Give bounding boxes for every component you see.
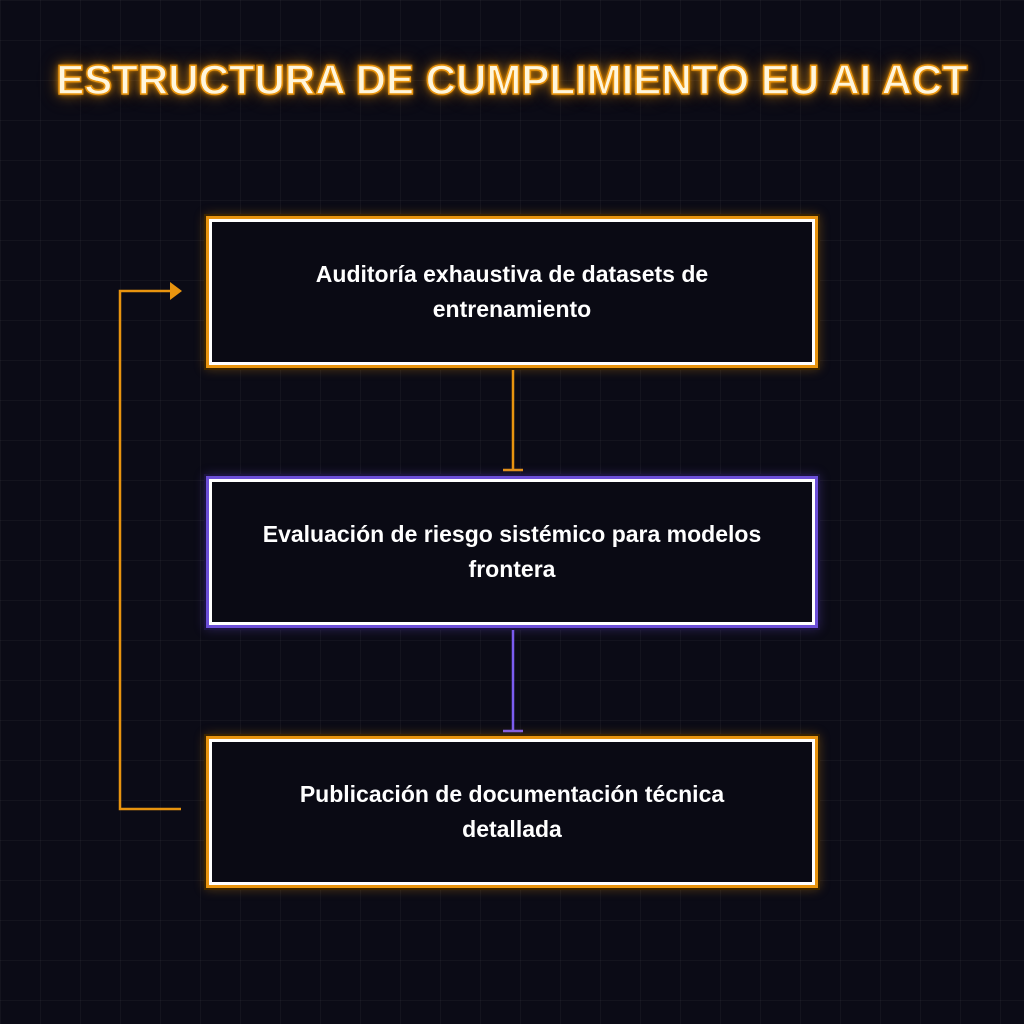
node-label: Publicación de documentación técnica det… — [299, 781, 725, 842]
edge-feedback-loop — [118, 282, 182, 811]
node-dataset-audit: Auditoría exhaustiva de datasets de entr… — [209, 219, 815, 365]
node-systemic-risk: Evaluación de riesgo sistémico para mode… — [209, 479, 815, 625]
diagram-title: ESTRUCTURA DE CUMPLIMIENTO EU AI ACT — [55, 55, 968, 104]
edge-audit-to-risk — [503, 362, 523, 472]
node-technical-docs: Publicación de documentación técnica det… — [209, 739, 815, 885]
edge-risk-to-docs — [503, 622, 523, 733]
node-label: Evaluación de riesgo sistémico para mode… — [262, 521, 762, 582]
arrowhead-icon — [170, 282, 182, 300]
node-label: Auditoría exhaustiva de datasets de entr… — [315, 261, 709, 322]
